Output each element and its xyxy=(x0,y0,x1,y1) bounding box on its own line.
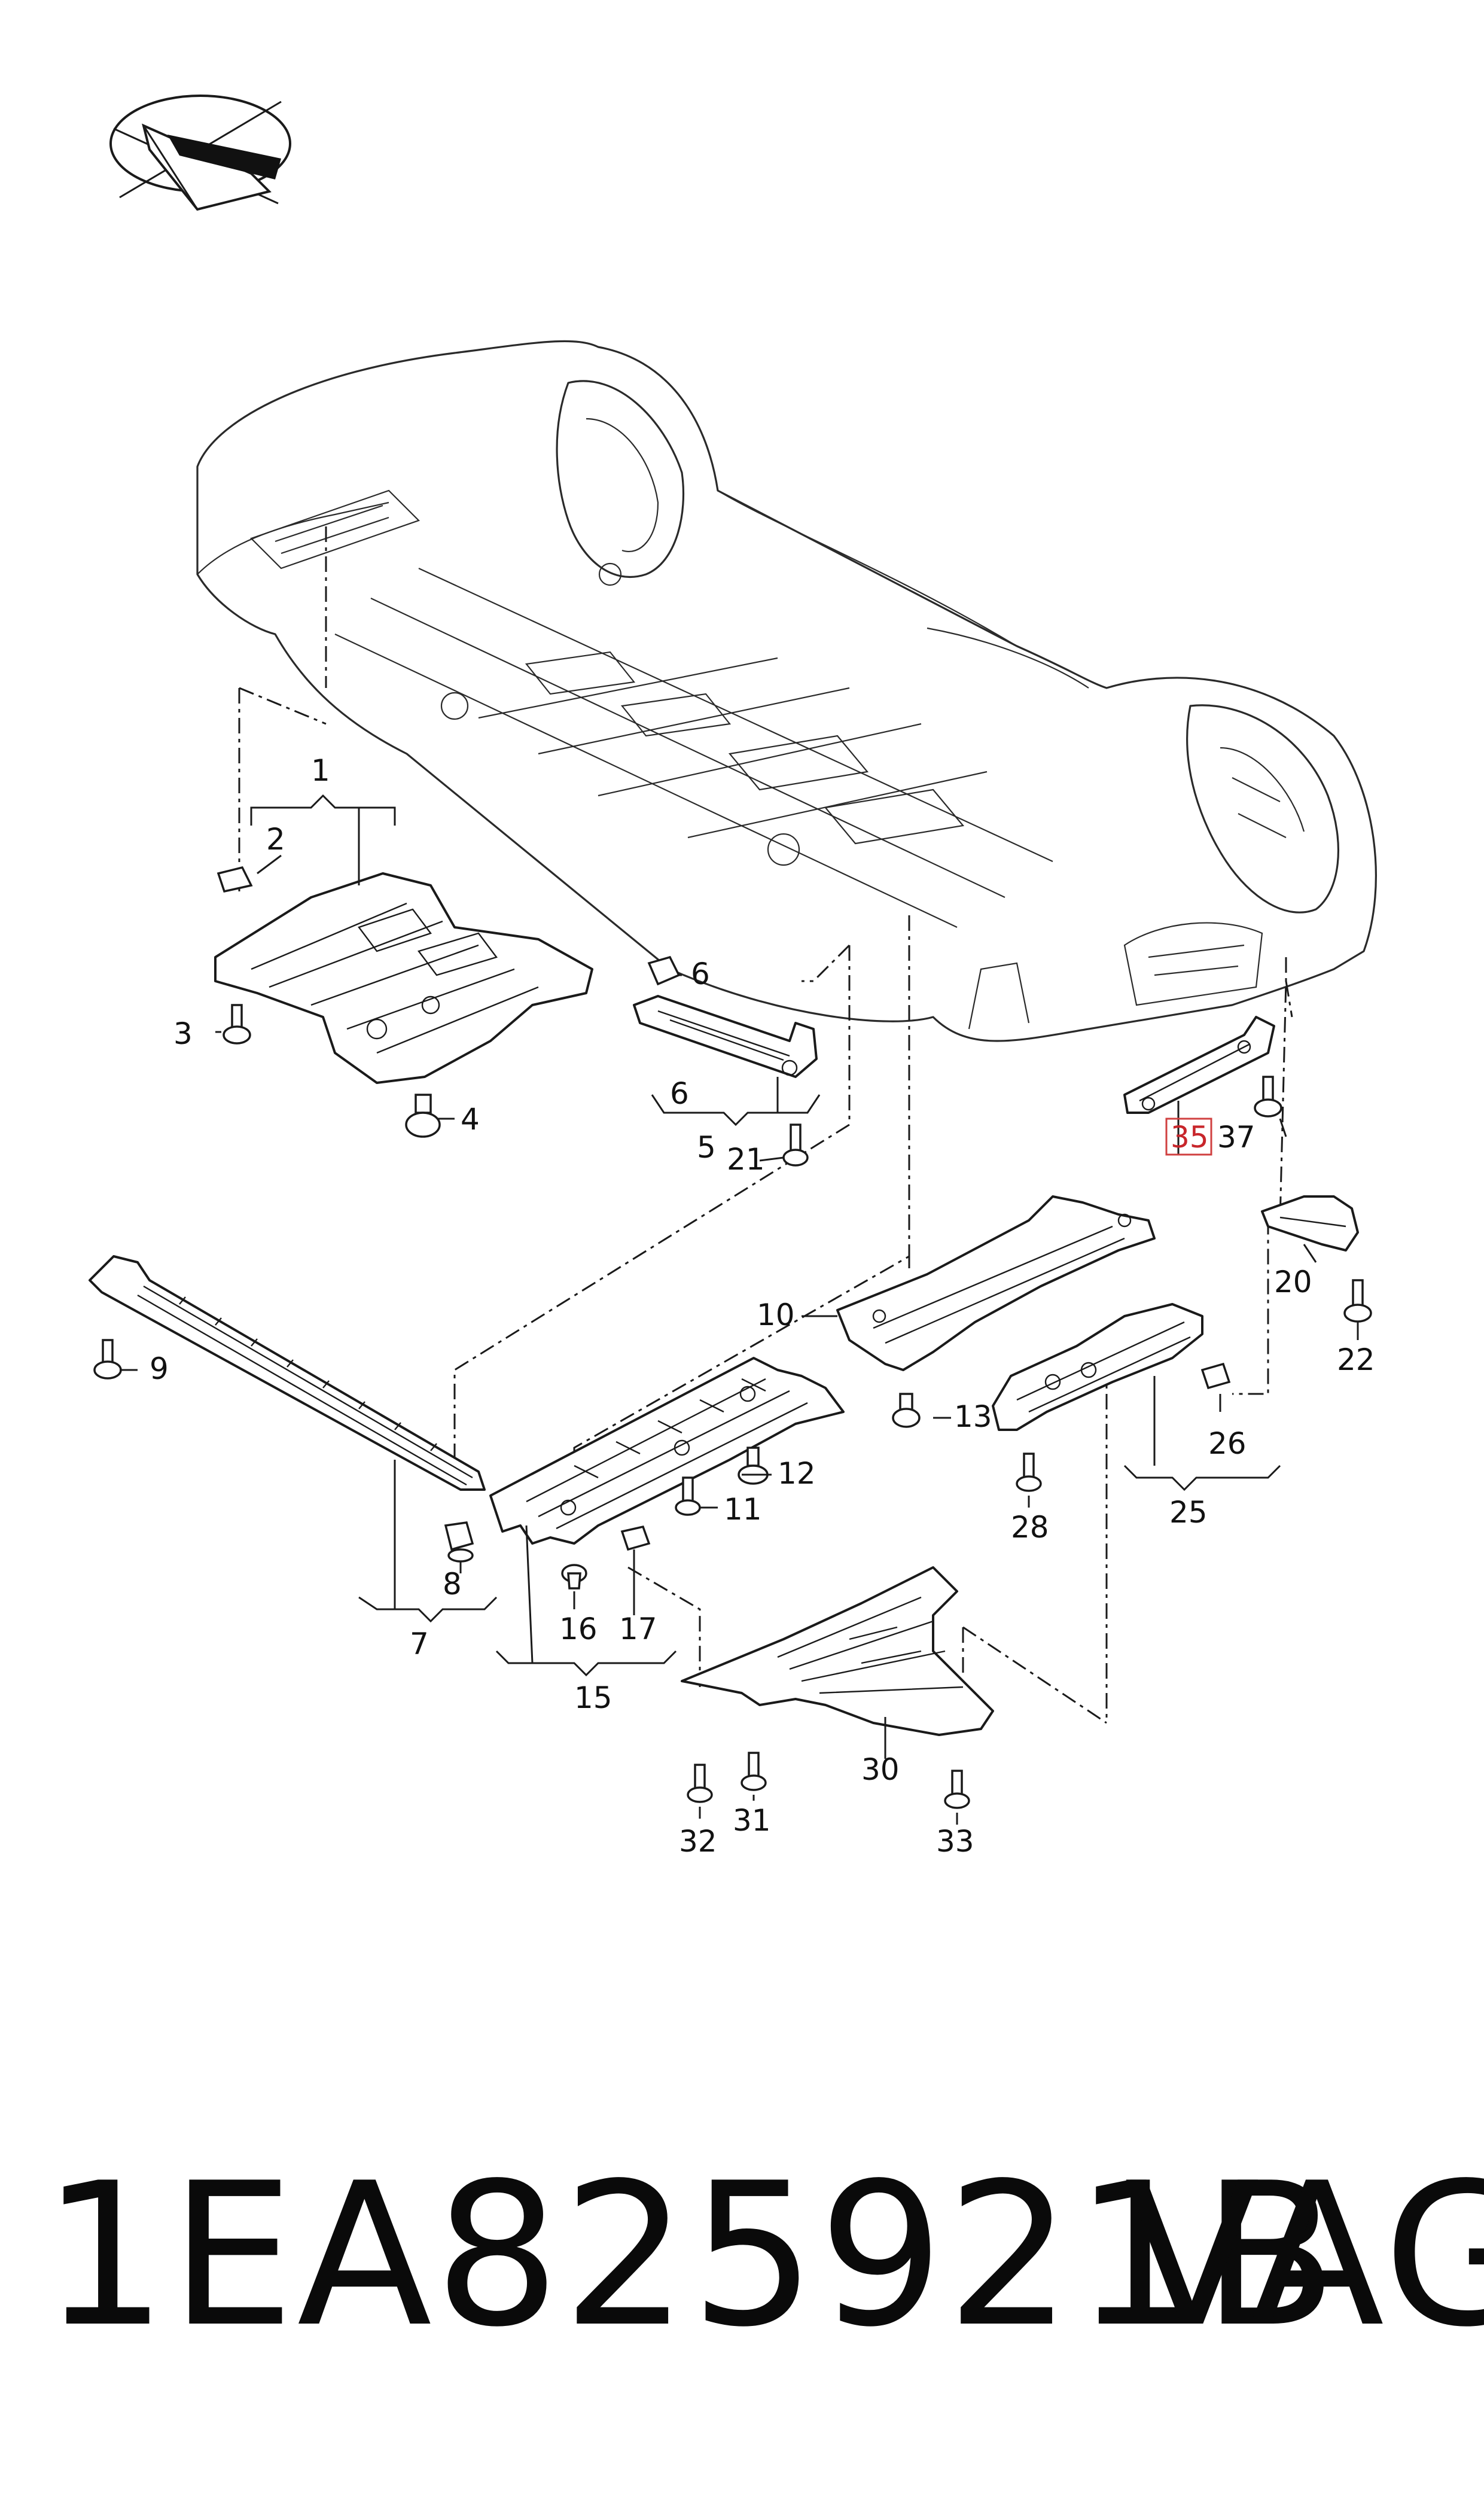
callout-2: 2 xyxy=(266,822,285,857)
callout-33: 33 xyxy=(936,1824,974,1859)
callout-22: 22 xyxy=(1337,1342,1375,1377)
rear-panel-10 xyxy=(836,1195,1156,1371)
part-label-footer: 1EA825921B VAG xyxy=(0,2130,1484,2381)
callout-13: 13 xyxy=(954,1399,992,1434)
arrow-orientation-icon xyxy=(109,95,291,211)
screw-22 xyxy=(1343,1279,1372,1323)
brand-name: VAG xyxy=(1125,2141,1484,2370)
screw-9 xyxy=(93,1339,122,1380)
part-number: 1EA825921B xyxy=(42,2141,1340,2370)
bracket-35 xyxy=(1123,1016,1275,1114)
callout-6-clip: 6 xyxy=(691,957,710,991)
callout-4: 4 xyxy=(461,1102,480,1137)
clip-2 xyxy=(217,866,253,893)
clip-8 xyxy=(444,1521,474,1563)
callout-12: 12 xyxy=(778,1456,816,1491)
callout-6-bracket: 6 xyxy=(670,1076,689,1111)
screw-21 xyxy=(782,1123,809,1167)
callout-35: 35 xyxy=(1171,1120,1209,1155)
callout-labels: 1 2 3 4 5 6 6 7 8 9 10 11 12 13 15 16 17… xyxy=(150,753,1375,1859)
screw-37 xyxy=(1254,1076,1282,1118)
callout-3: 3 xyxy=(173,1016,193,1051)
bracket-5 xyxy=(633,995,818,1078)
callout-leaders xyxy=(120,794,1359,1825)
rear-shield-25 xyxy=(992,1303,1203,1431)
callout-32: 32 xyxy=(679,1824,717,1859)
callout-30: 30 xyxy=(861,1752,900,1787)
front-underbody-panel xyxy=(214,872,593,1084)
screw-13 xyxy=(892,1393,921,1428)
clip-17 xyxy=(620,1525,651,1551)
callout-28: 28 xyxy=(1011,1510,1049,1545)
callout-21: 21 xyxy=(727,1142,765,1177)
highlight-box-35 xyxy=(1165,1118,1212,1156)
center-underbody-panel xyxy=(489,1357,845,1545)
callout-17: 17 xyxy=(619,1612,657,1646)
screw-33 xyxy=(944,1770,970,1809)
callout-15: 15 xyxy=(574,1680,613,1715)
screw-32 xyxy=(687,1764,713,1803)
callout-37: 37 xyxy=(1217,1120,1256,1155)
screw-31 xyxy=(741,1752,767,1791)
callout-25: 25 xyxy=(1169,1495,1208,1530)
rear-underbody-panel-30 xyxy=(681,1566,994,1736)
callout-9: 9 xyxy=(150,1351,169,1386)
rear-cover-20 xyxy=(1261,1195,1359,1252)
callout-8: 8 xyxy=(443,1567,462,1601)
callout-26: 26 xyxy=(1208,1426,1247,1461)
vehicle-underbody xyxy=(196,340,1377,1042)
callout-20: 20 xyxy=(1274,1265,1312,1299)
callout-10: 10 xyxy=(757,1298,795,1332)
sill-strip-7 xyxy=(89,1255,486,1491)
callout-7: 7 xyxy=(410,1627,429,1661)
screw-28 xyxy=(1016,1453,1042,1492)
clip-26 xyxy=(1200,1362,1231,1390)
callout-5: 5 xyxy=(697,1130,716,1165)
callout-16: 16 xyxy=(559,1612,598,1646)
callout-1: 1 xyxy=(311,753,330,788)
callout-31: 31 xyxy=(733,1803,771,1838)
screw-3 xyxy=(223,1004,251,1045)
callout-11: 11 xyxy=(724,1492,762,1527)
nut-4 xyxy=(405,1094,441,1138)
nut-16 xyxy=(561,1564,587,1590)
